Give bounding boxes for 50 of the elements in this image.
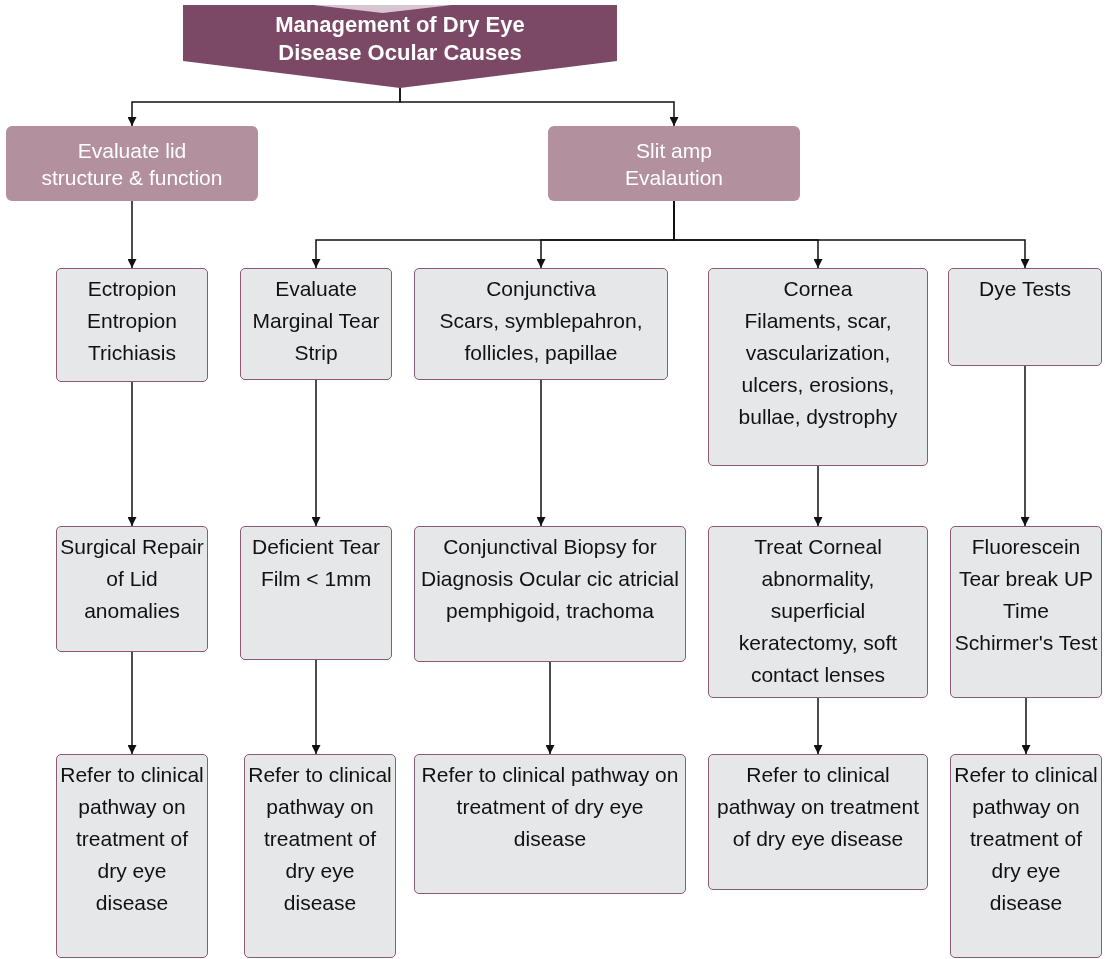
process-box	[240, 526, 392, 660]
node-title: Conjunctiva	[486, 276, 596, 302]
node-title: Ectropion Entropion Trichiasis	[86, 276, 178, 366]
arrow	[127, 651, 137, 755]
node-title: Deficient Tear Film < 1mm	[251, 534, 381, 592]
node-title: Evaluate lid structure & function	[40, 137, 224, 191]
node-title: Refer to clinical pathway on treatment of dry eye disease	[60, 762, 204, 916]
node-title: Fluorescein Tear break UP Time Schirmer's Test	[954, 534, 1098, 656]
process-box	[708, 526, 928, 698]
node-title: Refer to clinical pathway on treatment of dry eye disease	[954, 762, 1098, 916]
arrow	[127, 381, 137, 527]
process-box	[244, 754, 396, 958]
process-box	[708, 268, 928, 466]
node-title: Cornea	[783, 276, 853, 302]
node-text: Filaments, scar, vascularization, ulcers, erosions, bullae, dystrophy	[737, 308, 899, 430]
process-box	[56, 754, 208, 958]
node-title: Management of Dry Eye Disease Ocular Causes	[274, 11, 526, 67]
process-box	[948, 268, 1102, 366]
arrow	[311, 659, 321, 755]
title-banner	[183, 5, 617, 88]
arrow	[545, 661, 555, 755]
process-box	[240, 268, 392, 380]
category-box	[548, 126, 800, 201]
node-text: Scars, symblepahron, follicles, papillae	[438, 308, 644, 366]
category-box	[6, 126, 258, 201]
arrow	[311, 379, 321, 527]
process-box	[414, 268, 668, 380]
arrow	[1020, 365, 1030, 527]
process-box	[414, 526, 686, 662]
arrow	[127, 200, 137, 269]
process-box	[414, 754, 686, 894]
node-title: Treat Corneal abnormality, superficial keratectomy, soft contact lenses	[737, 534, 899, 688]
node-title: Slit amp Evalaution	[623, 137, 725, 191]
node-title: Refer to clinical pathway on treatment of dry eye disease	[420, 762, 680, 852]
process-box	[950, 754, 1102, 958]
process-box	[56, 526, 208, 652]
arrow	[1021, 697, 1031, 755]
node-title: Dye Tests	[979, 276, 1071, 302]
node-title: Surgical Repair of Lid anomalies	[60, 534, 204, 624]
process-box	[708, 754, 928, 890]
arrow	[399, 87, 679, 127]
node-title: Conjunctival Biopsy for Diagnosis Ocular cic atricial pemphigoid, trachoma	[420, 534, 680, 624]
arrow	[813, 697, 823, 755]
arrow	[536, 379, 546, 527]
process-box	[56, 268, 208, 382]
process-box	[950, 526, 1102, 698]
arrow	[813, 465, 823, 527]
node-title: Evaluate Marginal Tear Strip	[251, 276, 381, 366]
node-title: Refer to clinical pathway on treatment of dry eye disease	[716, 762, 920, 852]
node-title: Refer to clinical pathway on treatment of dry eye disease	[248, 762, 392, 916]
